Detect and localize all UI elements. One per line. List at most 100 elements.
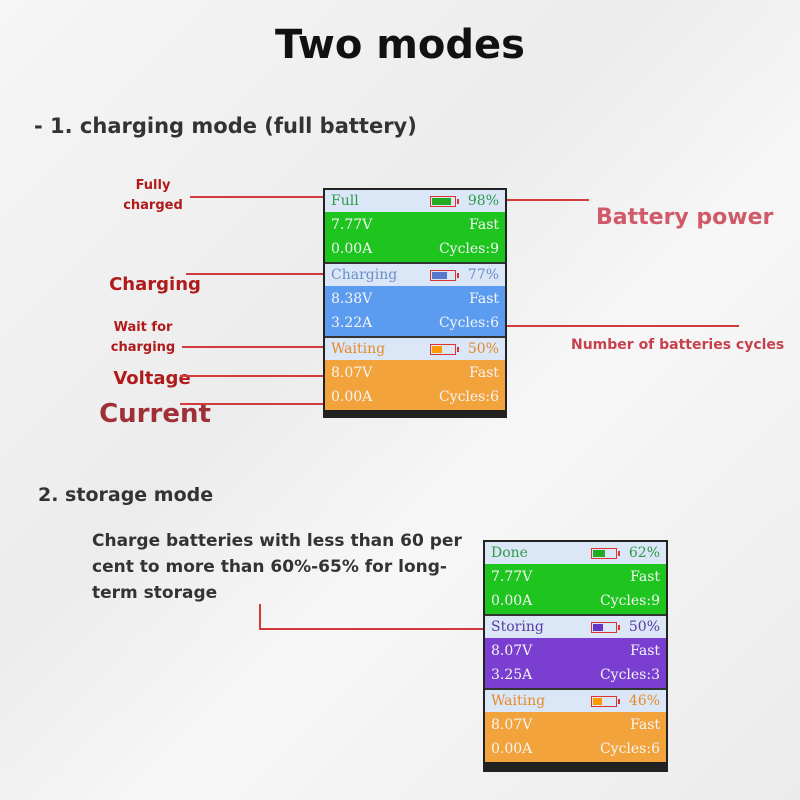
- battery-icon: [590, 547, 620, 559]
- slot-row-current: 3.22A Cycles:6: [325, 311, 505, 335]
- slot-header: Waiting 46%: [485, 690, 666, 712]
- section1-dash: -: [34, 114, 43, 138]
- slot-percent: 98%: [467, 193, 499, 209]
- label-wait-for-charging: Wait for charging: [110, 320, 176, 355]
- slot-body: 7.77V Fast 0.00A Cycles:9: [325, 212, 505, 262]
- slot-status: Done: [491, 545, 528, 561]
- slot-current: 0.00A: [491, 593, 533, 609]
- battery-icon: [429, 343, 459, 355]
- slot-voltage: 7.77V: [491, 569, 533, 585]
- slot-3: Waiting 50% 8.07V Fast 0.00A Cycles:6: [325, 338, 505, 410]
- slot-row-current: 3.25A Cycles:3: [485, 663, 666, 687]
- slot-current: 0.00A: [331, 241, 373, 257]
- slot-2: Storing 50% 8.07V Fast 3.25A Cycles:3: [485, 616, 666, 690]
- slot-3: Waiting 46% 8.07V Fast 0.00A Cycles:6: [485, 690, 666, 762]
- slot-row-voltage: 7.77V Fast: [485, 565, 666, 589]
- slot-current: 0.00A: [331, 389, 373, 405]
- callout-line-current: [180, 403, 326, 405]
- label-battery-power: Battery power: [596, 205, 774, 230]
- label-charging: Charging: [109, 274, 201, 295]
- slot-body: 7.77V Fast 0.00A Cycles:9: [485, 564, 666, 614]
- callout-line-storage-h: [259, 628, 485, 630]
- slot-voltage: 8.07V: [491, 717, 533, 733]
- slot-voltage: 8.38V: [331, 291, 373, 307]
- slot-body: 8.07V Fast 3.25A Cycles:3: [485, 638, 666, 688]
- slot-row-current: 0.00A Cycles:9: [485, 589, 666, 613]
- storage-description: Charge batteries with less than 60 per c…: [92, 531, 462, 603]
- slot-cycles: Cycles:6: [438, 389, 499, 405]
- label-fully-charged: Fully charged: [123, 178, 183, 213]
- slot-percent: 46%: [628, 693, 660, 709]
- slot-cycles: Cycles:6: [599, 741, 660, 757]
- page-title: Two modes: [275, 22, 525, 68]
- slot-voltage: 8.07V: [491, 643, 533, 659]
- battery-icon: [429, 195, 459, 207]
- slot-header: Done 62%: [485, 542, 666, 564]
- slot-mode: Fast: [469, 365, 499, 381]
- slot-row-voltage: 7.77V Fast: [325, 213, 505, 237]
- slot-current: 0.00A: [491, 741, 533, 757]
- slot-header: Waiting 50%: [325, 338, 505, 360]
- slot-row-current: 0.00A Cycles:9: [325, 237, 505, 261]
- slot-header: Storing 50%: [485, 616, 666, 638]
- callout-line-storage-v: [259, 604, 261, 630]
- slot-percent: 50%: [467, 341, 499, 357]
- slot-mode: Fast: [469, 291, 499, 307]
- callout-line-battery-power: [503, 199, 589, 201]
- slot-header: Charging 77%: [325, 264, 505, 286]
- slot-current: 3.22A: [331, 315, 373, 331]
- slot-battery-group: 50%: [429, 341, 499, 357]
- slot-cycles: Cycles:3: [599, 667, 660, 683]
- slot-1: Done 62% 7.77V Fast 0.00A Cycles:9: [485, 542, 666, 616]
- slot-header: Full 98%: [325, 190, 505, 212]
- slot-body: 8.07V Fast 0.00A Cycles:6: [325, 360, 505, 410]
- slot-mode: Fast: [469, 217, 499, 233]
- slot-mode: Fast: [630, 643, 660, 659]
- slot-row-current: 0.00A Cycles:6: [325, 385, 505, 409]
- slot-mode: Fast: [630, 717, 660, 733]
- slot-percent: 77%: [467, 267, 499, 283]
- slot-current: 3.25A: [491, 667, 533, 683]
- slot-row-current: 0.00A Cycles:6: [485, 737, 666, 761]
- battery-icon: [429, 269, 459, 281]
- slot-mode: Fast: [630, 569, 660, 585]
- slot-status: Waiting: [331, 341, 386, 357]
- slot-2: Charging 77% 8.38V Fast 3.22A Cycles:6: [325, 264, 505, 338]
- battery-icon: [590, 695, 620, 707]
- slot-voltage: 7.77V: [331, 217, 373, 233]
- slot-status: Charging: [331, 267, 398, 283]
- callout-line-cycles: [503, 325, 739, 327]
- slot-voltage: 8.07V: [331, 365, 373, 381]
- slot-battery-group: 50%: [590, 619, 660, 635]
- slot-row-voltage: 8.07V Fast: [325, 361, 505, 385]
- section1-heading: - 1. charging mode (full battery): [34, 114, 417, 138]
- slot-status: Storing: [491, 619, 544, 635]
- slot-1: Full 98% 7.77V Fast 0.00A Cycles:9: [325, 190, 505, 264]
- slot-cycles: Cycles:9: [438, 241, 499, 257]
- slot-battery-group: 98%: [429, 193, 499, 209]
- slot-row-voltage: 8.38V Fast: [325, 287, 505, 311]
- slot-percent: 62%: [628, 545, 660, 561]
- section2-heading: 2. storage mode: [38, 484, 214, 506]
- slot-cycles: Cycles:9: [599, 593, 660, 609]
- label-cycles: Number of batteries cycles: [571, 337, 785, 353]
- slot-body: 8.38V Fast 3.22A Cycles:6: [325, 286, 505, 336]
- slot-row-voltage: 8.07V Fast: [485, 639, 666, 663]
- slot-body: 8.07V Fast 0.00A Cycles:6: [485, 712, 666, 762]
- slot-status: Full: [331, 193, 359, 209]
- slot-status: Waiting: [491, 693, 546, 709]
- callout-line-waiting: [182, 346, 326, 348]
- slot-battery-group: 77%: [429, 267, 499, 283]
- slot-cycles: Cycles:6: [438, 315, 499, 331]
- section1-heading-text: 1. charging mode (full battery): [50, 114, 417, 138]
- slot-percent: 50%: [628, 619, 660, 635]
- callout-line-charging: [186, 273, 326, 275]
- slot-row-voltage: 8.07V Fast: [485, 713, 666, 737]
- battery-icon: [590, 621, 620, 633]
- callout-line-voltage: [180, 375, 326, 377]
- callout-line-full: [190, 196, 326, 198]
- slot-battery-group: 62%: [590, 545, 660, 561]
- label-voltage: Voltage: [113, 368, 191, 389]
